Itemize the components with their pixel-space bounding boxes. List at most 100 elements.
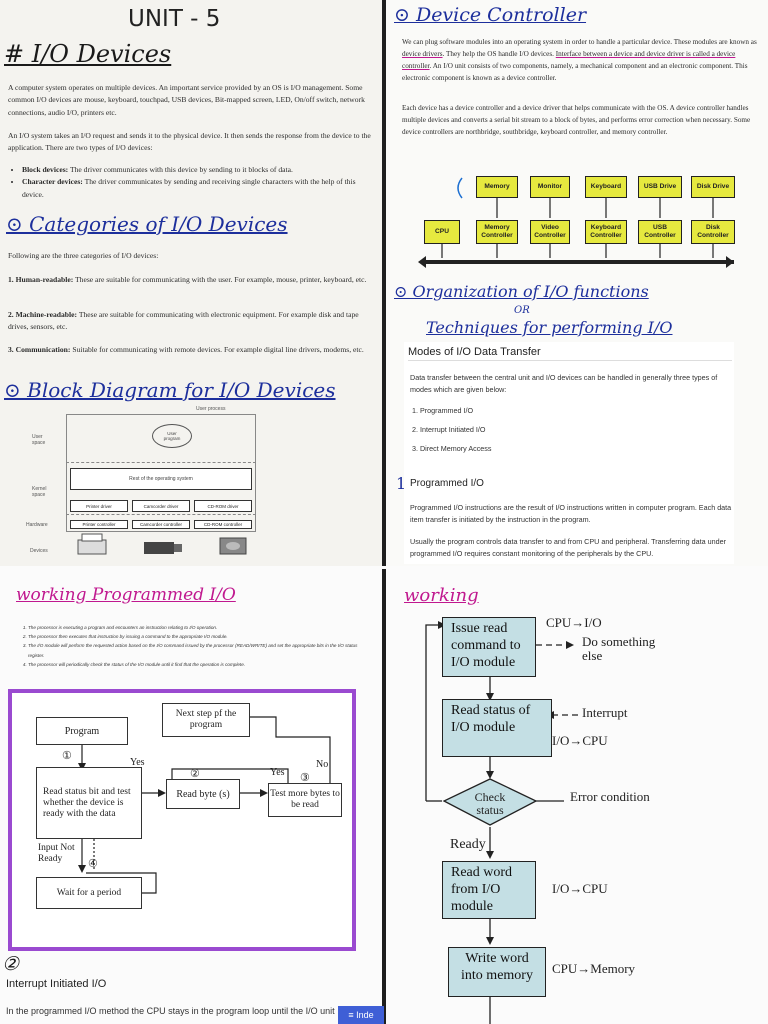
list-item: The processor then executes that instruc… [28,632,372,641]
diagram-frame [66,414,256,532]
heading-or: OR [514,305,530,316]
camcorder-driver-box: Camcorder driver [132,500,190,512]
heading-device-controller: ⊙ Device Controller [394,4,587,26]
user-space-label: User space [32,434,46,446]
user-space-divider [66,462,256,463]
read-word-box: Read word from I/O module [442,861,536,919]
program-box: Program [36,717,128,745]
right-top-pane: ⊙ Device Controller We can plug software… [386,0,768,566]
disk-controller-box: Disk Controller [691,220,735,244]
category-human-readable: 1. Human-readable: These are suitable fo… [8,275,367,284]
steps-list: The processor is executing a program and… [22,623,372,669]
step-3-marker: ③ [300,772,310,784]
io-device-types-list: Block devices: The driver communicates w… [22,164,378,201]
memory-controller-box: Memory Controller [476,220,518,244]
interrupt-title: Interrupt Initiated I/O [6,978,107,990]
printer-driver-box: Printer driver [70,500,128,512]
working-flow-arrows [425,621,578,1024]
issue-read-box: Issue read command to I/O module [442,617,536,677]
usb-drive-device-box: USB Drive [638,176,682,198]
list-item: The processor is executing a program and… [28,623,372,632]
list-item: Character devices: The driver communicat… [22,176,378,201]
unit-title: UNIT - 5 [128,6,221,32]
programmed-paragraph-2: Usually the program controls data transf… [410,537,727,558]
interrupt-label: Interrupt [582,705,628,720]
list-item: The processor will periodically check th… [28,660,372,669]
devices-label: Devices [30,548,48,554]
mode-interrupt: 2. Interrupt Initiated I/O [412,425,486,434]
printer-controller-box: Printer controller [70,520,128,529]
user-process-label: User process [196,406,226,412]
mode-dma: 3. Direct Memory Access [412,444,492,453]
disk-drive-device-box: Disk Drive [691,176,735,198]
keyboard-device-box: Keyboard [585,176,627,198]
kernel-space-label: Kernel space [32,486,47,498]
write-word-box: Write word into memory [448,947,546,997]
yes-label-1: Yes [130,757,145,768]
monitor-device-box: Monitor [530,176,570,198]
list-item: The I/O module will perform the requeste… [28,641,372,659]
interrupt-text: In the programmed I/O method the CPU sta… [6,1006,335,1016]
yes-label-2: Yes [270,767,285,778]
read-status-box: Read status bit and test whether the dev… [36,767,142,839]
intro-paragraph-1: A computer system operates on multiple d… [8,83,365,117]
horizontal-divider [0,566,768,569]
step-4-marker: ④ [88,858,98,870]
heading-organization: ⊙ Organization of I/O functions [394,282,649,301]
cpu-to-memory-label: CPU→Memory [552,961,636,976]
cpu-to-io-label-1: CPU→I/O [546,615,602,630]
controller-paragraph-1: We can plug software modules into an ope… [402,38,757,82]
heading-io-devices: # I/O Devices [4,40,172,68]
step-2-marker: ② [190,768,200,780]
programmed-paragraph-1: Programmed I/O instructions are the resu… [410,503,732,524]
list-item: Block devices: The driver communicates w… [22,164,378,176]
error-condition-label: Error condition [570,789,650,804]
read-status-box: Read status of I/O module [442,699,552,757]
index-button[interactable]: ≡ Inde [338,1006,384,1024]
next-step-box: Next step pf the program [162,703,250,737]
category-machine-readable: 2. Machine-readable: These are suitable … [8,310,359,332]
controller-diagram: Memory Monitor Keyboard USB Drive Disk D… [416,170,736,280]
categories-intro: Following are the three categories of I/… [8,251,159,260]
category-communication: 3. Communication: Suitable for communica… [8,345,364,354]
camcorder-controller-box: Camcorder controller [132,520,190,529]
read-byte-box: Read byte (s) [166,779,240,809]
cdrom-driver-box: CD-ROM driver [194,500,252,512]
test-more-box: Test more bytes to be read [268,783,342,817]
heading-techniques: Techniques for performing I/O [426,318,673,337]
left-bottom-pane: working Programmed I/O The processor is … [0,569,382,1024]
mode-programmed: 1. Programmed I/O [412,406,474,415]
check-status-diamond [442,778,538,826]
hardware-label: Hardware [26,522,48,528]
kernel-space-divider [66,514,256,515]
programmed-number: 1 [396,474,407,493]
io-to-cpu-label-2: I/O→CPU [552,881,608,896]
cdrom-controller-box: CD-ROM controller [194,520,252,529]
programmed-title: Programmed I/O [410,478,484,489]
modes-panel: Modes of I/O Data Transfer Data transfer… [396,342,734,564]
io-to-cpu-label-1: I/O→CPU [552,733,608,748]
flowchart-frame: Program Next step pf the program ① Read … [8,689,356,951]
controller-paragraph-2: Each device has a device controller and … [402,104,751,136]
heading-working: working [404,585,479,606]
cpu-box: CPU [424,220,460,244]
keyboard-controller-box: Keyboard Controller [585,220,627,244]
heading-categories: ⊙ Categories of I/O Devices [6,212,288,236]
intro-paragraph-2: An I/O system takes an I/O request and s… [8,131,371,153]
ready-label: Ready [450,837,486,852]
modes-intro: Data transfer between the central unit a… [410,373,718,394]
vertical-divider [382,0,386,1024]
block-diagram: User process User space User program Ker… [0,404,382,566]
heading-block-diagram: ⊙ Block Diagram for I/O Devices [4,378,336,402]
video-controller-box: Video Controller [530,220,570,244]
modes-title: Modes of I/O Data Transfer [408,346,732,361]
user-program-ellipse: User program [152,424,192,448]
number-2-marker: ② [2,953,20,975]
left-top-pane: UNIT - 5 # I/O Devices A computer system… [0,0,382,566]
wait-box: Wait for a period [36,877,142,909]
usb-controller-box: USB Controller [638,220,682,244]
no-label: No [316,759,329,770]
step-1-marker: ① [62,750,72,762]
memory-device-box: Memory [476,176,518,198]
input-not-ready-label: Input Not Ready [38,843,75,864]
